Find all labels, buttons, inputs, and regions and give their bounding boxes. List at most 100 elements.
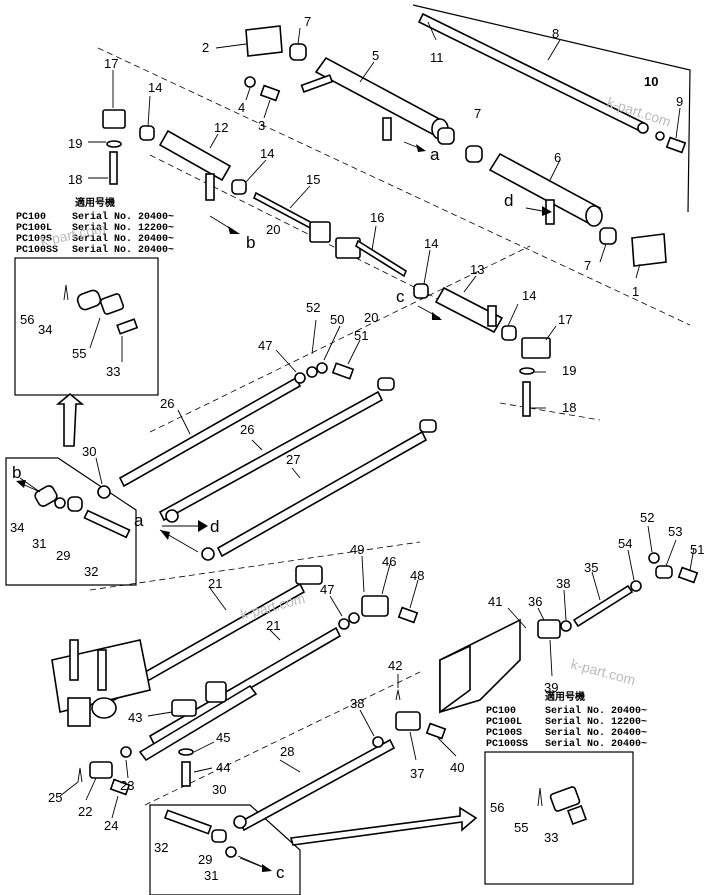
callout-33: 33	[106, 364, 120, 379]
callout-41: 41	[488, 594, 502, 609]
callout-55: 55	[72, 346, 86, 361]
rod-end-part	[377, 377, 395, 391]
callout-21: 21	[208, 576, 222, 591]
callout-16: 16	[370, 210, 384, 225]
callout-56: 56	[490, 800, 504, 815]
callout-29: 29	[56, 548, 70, 563]
serial-number: Serial No. 20400~	[72, 244, 174, 256]
serial-table-top-header: 適用号機	[75, 196, 115, 210]
callout-32: 32	[84, 564, 98, 579]
yoke-part	[549, 786, 581, 812]
callout-1: 1	[632, 284, 639, 299]
reference-arrows	[16, 141, 552, 872]
nut-part	[120, 746, 132, 758]
callout-7: 7	[304, 14, 311, 29]
ref-letter-d: d	[504, 191, 513, 210]
bolt-part	[331, 362, 355, 380]
nut-part	[338, 618, 350, 630]
serial-model: PC100	[486, 706, 516, 717]
callout-11: 11	[430, 50, 444, 65]
callout-13: 13	[470, 262, 484, 277]
yoke-part	[99, 293, 125, 315]
callout-30: 30	[212, 782, 226, 797]
callout-32: 32	[154, 840, 168, 855]
callout-18: 18	[562, 400, 576, 415]
callout-17: 17	[104, 56, 118, 71]
cotter-pin-part	[537, 787, 543, 807]
cotter-pin-part	[395, 689, 401, 701]
linkage-rod-part	[216, 430, 428, 558]
bolt-part	[425, 722, 447, 740]
linkage-rod-part	[118, 376, 302, 488]
serial-table-bottom: 適用号機 PC100 Serial No. 20400~ PC100L Seri…	[486, 690, 647, 750]
callout-15: 15	[306, 172, 320, 187]
callout-18: 18	[68, 172, 82, 187]
rod-end-part	[97, 485, 111, 499]
tube-end-part	[91, 697, 117, 719]
bushing-part	[599, 227, 617, 245]
bushing-part	[437, 127, 455, 145]
linkage-rod-part	[238, 738, 396, 832]
callout-52: 52	[306, 300, 320, 315]
callout-20: 20	[266, 222, 280, 237]
lever-arm-part	[97, 649, 107, 691]
inset-top-left-frame	[14, 257, 159, 396]
callout-55: 55	[514, 820, 528, 835]
bracket-part	[309, 221, 331, 243]
lever-arm-part	[382, 117, 392, 141]
ref-letter-c: c	[396, 287, 405, 306]
bushing-part	[413, 283, 429, 299]
callout-53: 53	[668, 524, 682, 539]
nut-part	[348, 612, 360, 624]
nut-part	[630, 580, 642, 592]
ref-letter-b: b	[12, 463, 21, 482]
linkage-rod-part	[148, 626, 342, 746]
lever-arm-part	[300, 74, 334, 93]
bolt-part	[83, 509, 131, 539]
yoke-part	[89, 761, 113, 779]
callout-21: 21	[266, 618, 280, 633]
callout-51: 51	[690, 542, 704, 557]
rod-end-part	[419, 419, 437, 433]
callout-7: 7	[474, 106, 481, 121]
washer-part	[54, 497, 66, 509]
serial-table-bottom-header: 適用号機	[545, 690, 585, 704]
bolt-part	[567, 805, 587, 825]
serial-number: Serial No. 20400~	[545, 727, 647, 739]
tube-end-part	[585, 205, 603, 227]
ref-letter-b: b	[246, 233, 255, 252]
callout-31: 31	[204, 868, 218, 883]
callout-33: 33	[544, 830, 558, 845]
callout-24: 24	[104, 818, 118, 833]
bolt-part	[259, 84, 281, 102]
inset-left-b	[5, 457, 137, 586]
callout-29: 29	[198, 852, 212, 867]
middle-rods	[97, 362, 437, 561]
lever-arm-part	[69, 639, 79, 681]
callout-43: 43	[128, 710, 142, 725]
linkage-rod-part	[158, 390, 384, 522]
callout-14: 14	[148, 80, 162, 95]
bolt-part	[109, 778, 131, 796]
callout-6: 6	[554, 150, 561, 165]
ref-letter-a: a	[134, 511, 144, 530]
callout-30: 30	[82, 444, 96, 459]
callout-40: 40	[450, 760, 464, 775]
leader-lines	[59, 21, 695, 819]
plate-part	[245, 25, 283, 57]
callout-14: 14	[522, 288, 536, 303]
serial-table-top: 適用号機 PC100 Serial No. 20400~ PC100L Seri…	[16, 196, 174, 256]
bolt-part	[109, 151, 118, 185]
callout-50: 50	[330, 312, 344, 327]
serial-number: Serial No. 20400~	[72, 211, 174, 223]
serial-number: Serial No. 20400~	[72, 233, 174, 245]
callout-38: 38	[350, 696, 364, 711]
bolt-part	[665, 136, 687, 154]
callout-37: 37	[410, 766, 424, 781]
bracket-part	[205, 681, 227, 703]
callout-14: 14	[424, 236, 438, 251]
serial-model: PC100S	[486, 728, 522, 739]
callout-23: 23	[120, 778, 134, 793]
inset-bottom-right-frame	[484, 751, 634, 885]
serial-model: PC100SS	[486, 739, 528, 750]
